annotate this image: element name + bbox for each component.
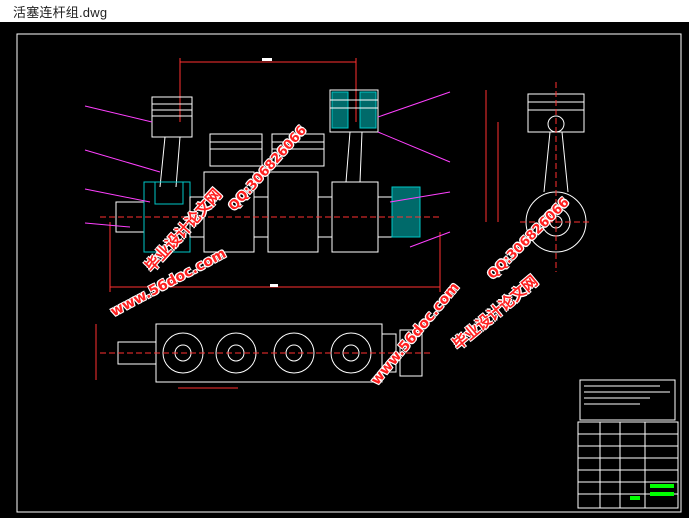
- cad-drawing: [16, 33, 682, 513]
- title-block: [577, 379, 679, 509]
- front-view: [84, 58, 451, 292]
- title-bar: 活塞连杆组.dwg: [0, 0, 689, 22]
- drawing-viewport[interactable]: 毕业设计论文网 www.56doc.com QQ:306826066 www.5…: [0, 22, 689, 518]
- drawing-frame: [16, 33, 682, 513]
- window-title: 活塞连杆组.dwg: [13, 4, 108, 20]
- top-view: [95, 323, 430, 389]
- side-view: [485, 82, 592, 272]
